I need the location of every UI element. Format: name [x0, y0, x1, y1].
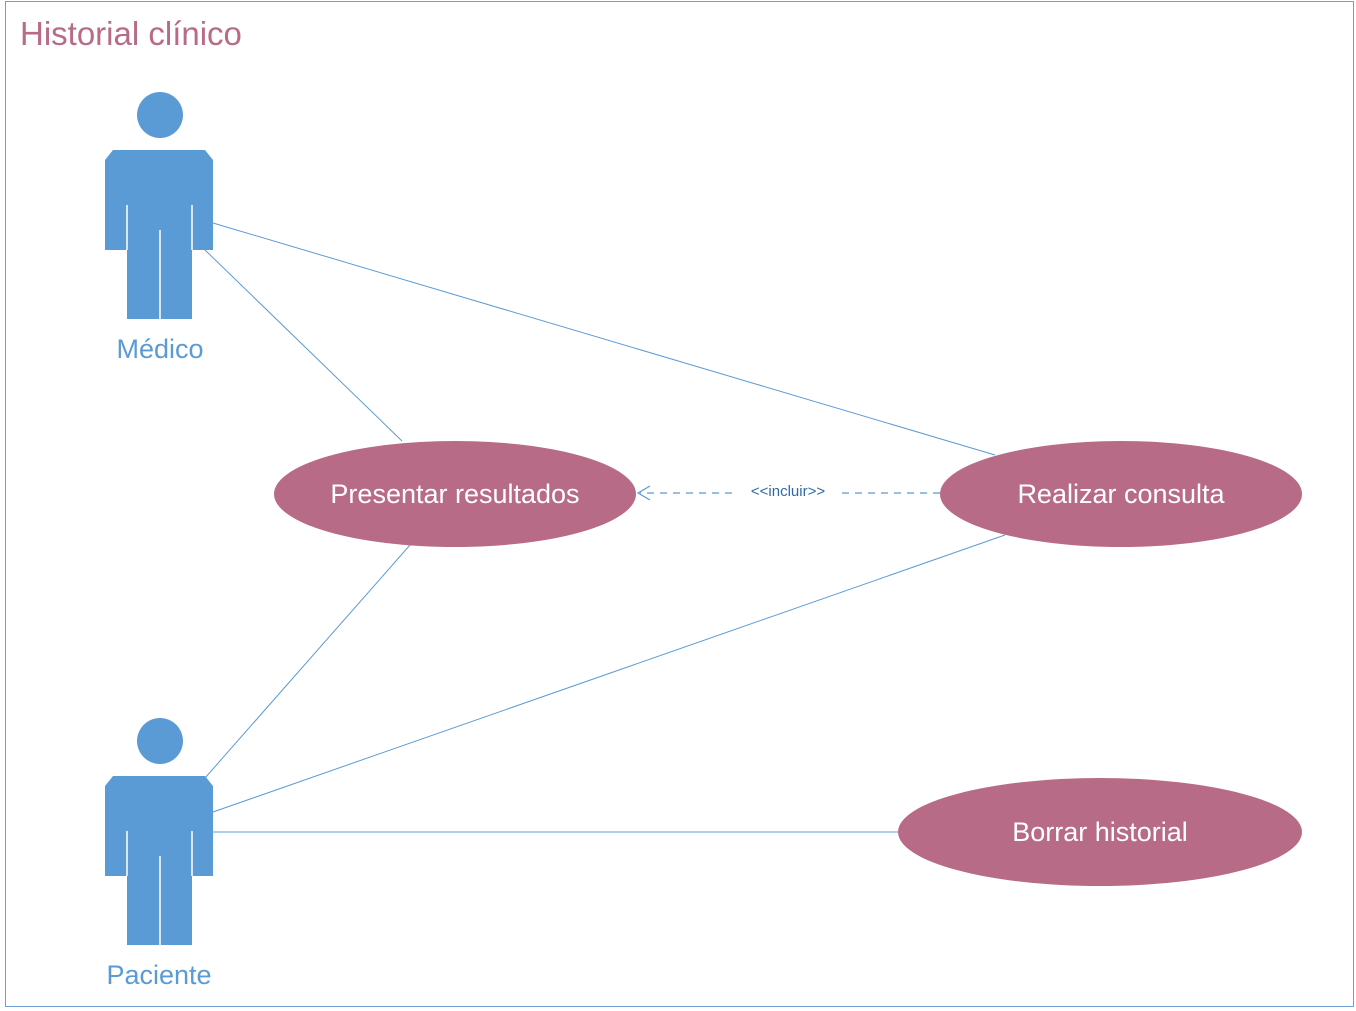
assoc-paciente-presentar [204, 544, 411, 779]
usecase-borrar-historial[interactable] [898, 778, 1302, 886]
usecase-presentar-resultados-label: Presentar resultados [330, 479, 580, 509]
usecase-presentar-resultados[interactable] [274, 441, 636, 547]
include-stereotype-label: <<incluir>> [738, 483, 838, 501]
usecase-realizar-consulta[interactable] [940, 441, 1302, 547]
assoc-paciente-realizar [212, 534, 1006, 813]
usecase-borrar-historial-label: Borrar historial [1012, 817, 1188, 847]
actor-medico-body [105, 150, 213, 319]
usecase-realizar-consulta-label: Realizar consulta [1017, 479, 1225, 509]
include-arrowhead [636, 485, 651, 501]
actor-paciente-icon[interactable] [105, 718, 213, 945]
actor-paciente-label: Paciente [106, 960, 212, 990]
assoc-medico-realizar [212, 222, 996, 456]
assoc-medico-presentar [204, 249, 403, 442]
system-boundary [5, 1, 1354, 1007]
actor-paciente-head [137, 718, 183, 764]
actor-medico-head [137, 92, 183, 138]
actor-paciente-body [105, 776, 213, 945]
diagram-title: Historial clínico [20, 15, 242, 52]
actor-medico-label: Médico [116, 334, 204, 364]
actor-medico-icon[interactable] [105, 92, 213, 319]
